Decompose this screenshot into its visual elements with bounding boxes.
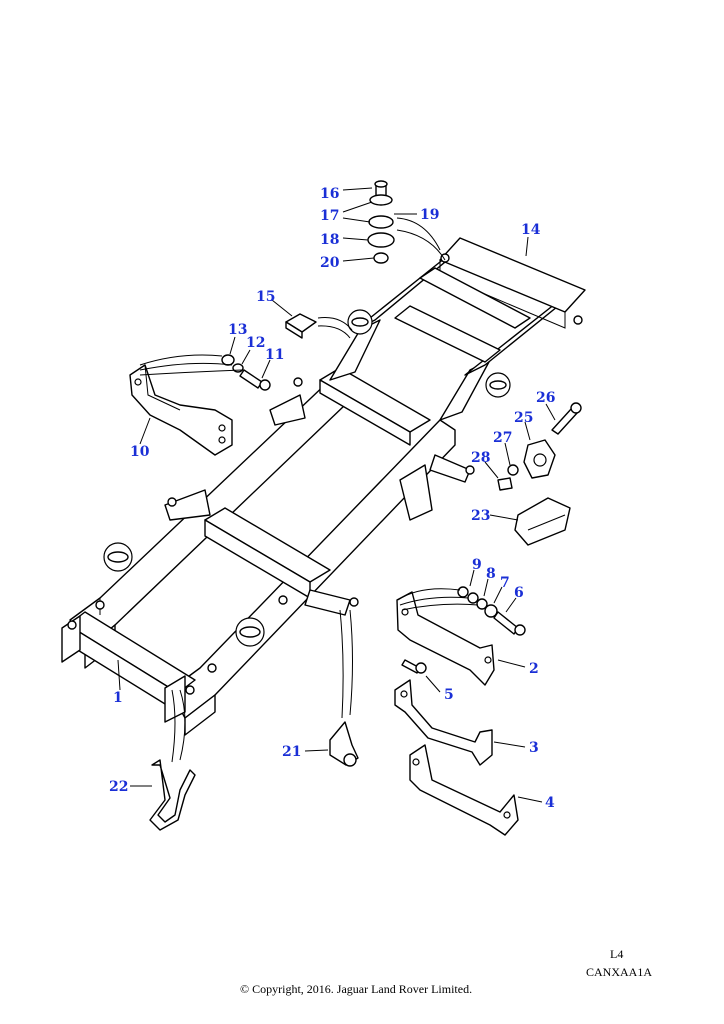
callout-25: 25 [514, 410, 533, 426]
part-10-bracket [129, 364, 233, 456]
part-15-pad [285, 313, 317, 339]
part-22-hook [149, 759, 196, 831]
callout-22: 22 [109, 779, 128, 795]
part-21-bracket [329, 721, 359, 767]
part-4-crossmember [409, 744, 519, 836]
callout-28: 28 [471, 450, 490, 466]
bolt-washers-6-9 [457, 586, 526, 636]
copyright-notice: © Copyright, 2016. Jaguar Land Rover Lim… [240, 982, 472, 996]
leader-lines [117, 187, 556, 803]
chassis-frame [61, 237, 586, 736]
callout-23: 23 [471, 508, 490, 524]
callout-20: 20 [320, 255, 340, 271]
callout-6: 6 [514, 585, 524, 601]
callout-1: 1 [113, 690, 123, 706]
page-ref: L4 [610, 947, 623, 961]
callout-11: 11 [265, 347, 284, 363]
part-23-pad [514, 497, 571, 546]
callout-14: 14 [521, 222, 541, 238]
part-3-bracket [394, 679, 493, 766]
mount-hardware-25-28 [497, 402, 582, 491]
callout-17: 17 [320, 208, 339, 224]
callout-21: 21 [282, 744, 301, 760]
callout-15: 15 [256, 289, 275, 305]
callout-10: 10 [130, 444, 150, 460]
callout-3: 3 [529, 740, 539, 756]
callout-18: 18 [320, 232, 339, 248]
callout-27: 27 [493, 430, 512, 446]
callout-8: 8 [486, 566, 496, 582]
callout-19: 19 [420, 207, 439, 223]
callout-4: 4 [545, 795, 555, 811]
mount-stack-16-20 [367, 180, 395, 264]
callout-2: 2 [529, 661, 539, 677]
callout-12: 12 [246, 335, 265, 351]
callout-labels: 1 2 3 4 5 6 7 8 9 10 11 12 13 14 15 16 1… [109, 186, 555, 811]
callout-9: 9 [472, 557, 482, 573]
callout-5: 5 [444, 687, 454, 703]
diagram-code: CANXAA1A [586, 965, 652, 979]
callout-16: 16 [320, 186, 339, 202]
callout-7: 7 [500, 575, 510, 591]
callout-26: 26 [536, 390, 555, 406]
part-5-bolt [401, 659, 427, 674]
bolt-washers-11-13 [221, 354, 271, 391]
callout-13: 13 [228, 322, 247, 338]
